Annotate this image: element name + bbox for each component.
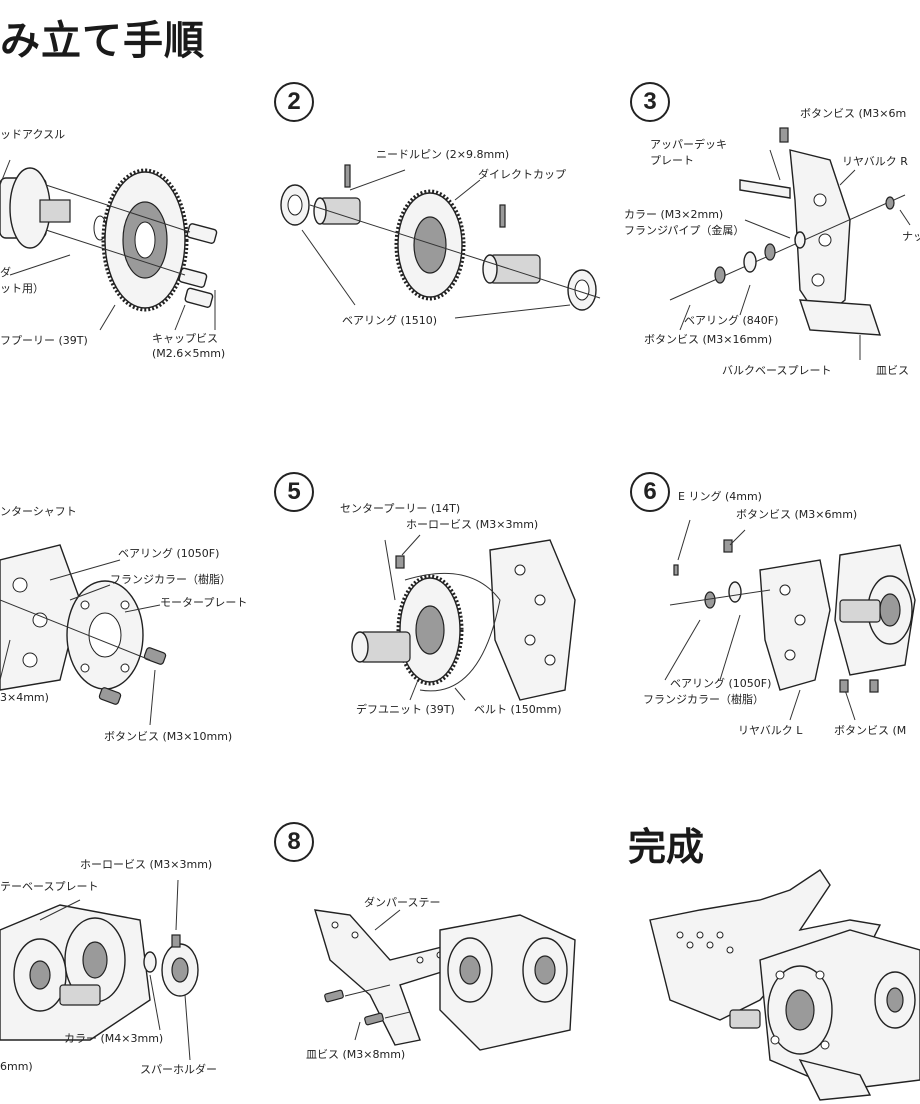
step8-illustration: [314, 909, 576, 1051]
label-nut: ナッ: [902, 230, 920, 243]
step6-illustration: [664, 519, 916, 721]
step2-illustration: [280, 164, 601, 319]
step4-illustration: [0, 544, 167, 726]
label-pulley-39t: フプーリー (39T): [0, 334, 88, 347]
label-e-ring: E リング (4mm): [678, 490, 762, 503]
step-number-8: 8: [274, 822, 314, 862]
label-cap-screw: キャップビス: [152, 332, 218, 345]
label-step7-screw: 6mm): [0, 1060, 33, 1073]
label-center-shaft: ンターシャフト: [0, 505, 77, 518]
label-bearing-1050f: ベアリング (1050F): [118, 547, 220, 560]
label-countersunk-screw-m3x8: 皿ビス (M3×8mm): [306, 1048, 406, 1061]
label-needle-pin: ニードルピン (2×9.8mm): [376, 148, 510, 161]
label-bearing-1510: ベアリング (1510): [342, 314, 438, 327]
label-set-screw-b: ホーロービス (M3×3mm): [80, 858, 213, 871]
label-cap-screw-size: (M2.6×5mm): [152, 347, 226, 360]
step1-illustration: [0, 159, 218, 331]
label-collar-m4x3: カラー (M4×3mm): [64, 1032, 164, 1045]
label-flange-collar-b: フランジカラー（樹脂）: [643, 693, 764, 706]
label-button-screw-m: ボタンビス (M: [834, 724, 907, 737]
step7-illustration: [0, 879, 199, 1061]
label-upper-deck-plate: プレート: [650, 154, 694, 167]
label-center-pulley: センタープーリー (14T): [340, 502, 461, 515]
final-illustration: [649, 869, 920, 1101]
step-number-6: 6: [630, 472, 670, 512]
label-bearing-840f: ベアリング (840F): [684, 314, 779, 327]
step-number-5: 5: [274, 472, 314, 512]
label-rear-bulk-l: リヤバルク L: [738, 724, 803, 737]
label-button-screw-m3x10: ボタンビス (M3×10mm): [104, 730, 233, 743]
label-diff-unit: デフユニット (39T): [356, 703, 455, 716]
label-step4-screw: 3×4mm): [0, 691, 49, 704]
label-step1-b: ット用）: [0, 282, 44, 295]
step3-illustration: [669, 127, 911, 360]
label-spur-holder: スパーホルダー: [140, 1063, 217, 1076]
label-upper-deck: アッパーデッキ: [650, 138, 727, 151]
label-base-plate: テーベースプレート: [0, 880, 99, 893]
label-set-screw: ホーロービス (M3×3mm): [406, 518, 539, 531]
label-direct-cup: ダイレクトカップ: [478, 168, 566, 181]
label-motor-plate: モータープレート: [160, 596, 248, 609]
label-flange-collar: フランジカラー（樹脂）: [110, 573, 231, 586]
page-title: み立て手順: [0, 18, 205, 64]
label-countersunk-screw: 皿ビス: [876, 364, 909, 377]
label-button-screw-m3x6-b: ボタンビス (M3×6mm): [736, 508, 858, 521]
step-number-3: 3: [630, 82, 670, 122]
label-belt: ベルト (150mm): [474, 703, 562, 716]
label-step1-a: ダ: [0, 266, 11, 279]
label-bulk-base-plate: バルクベースプレート: [722, 364, 832, 377]
step5-illustration: [351, 534, 576, 701]
label-button-screw-m3x6: ボタンビス (M3×6m: [800, 107, 907, 120]
label-rear-bulk-r: リヤバルク R: [842, 155, 908, 168]
step-number-2: 2: [274, 82, 314, 122]
label-button-screw-m3x16: ボタンビス (M3×16mm): [644, 333, 773, 346]
label-bearing-1050f-b: ベアリング (1050F): [670, 677, 772, 690]
completion-title: 完成: [628, 825, 705, 869]
label-flange-pipe: フランジパイプ（金属）: [624, 224, 745, 237]
label-damper-stay: ダンパーステー: [364, 896, 441, 909]
label-axle: ッドアクスル: [0, 128, 66, 141]
label-collar-m3x2: カラー (M3×2mm): [624, 208, 724, 221]
